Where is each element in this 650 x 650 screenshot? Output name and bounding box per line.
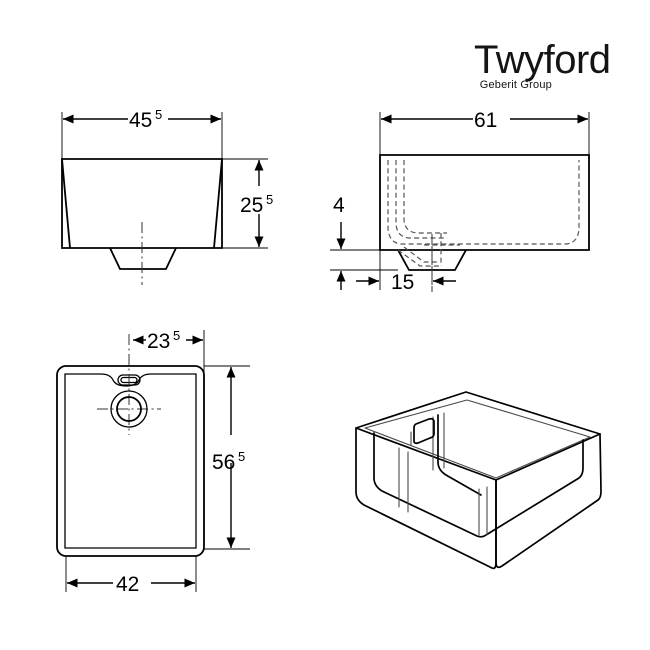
- side-hidden-waste-1: [397, 249, 440, 267]
- side-elevation-view: 61 4 1: [330, 109, 590, 294]
- dimension-side-waste-height: 4: [333, 194, 345, 217]
- iso-overflow-slot: [413, 417, 435, 445]
- dimension-plan-depth-sup: 5: [238, 449, 245, 464]
- plan-inner-rim: [64, 373, 197, 549]
- plan-drain-inner-circle: [116, 396, 142, 422]
- dimension-plan-offset: 23: [147, 330, 170, 353]
- side-hidden-inner-wall-3: [403, 160, 447, 234]
- dimension-plan-depth: 56: [212, 451, 235, 474]
- iso-cavity-walls: [373, 432, 584, 538]
- dimension-front-height-sup: 5: [266, 192, 273, 207]
- dimension-plan-width: 42: [116, 573, 139, 596]
- dimension-front-height: 25: [240, 194, 263, 217]
- side-hidden-inner-wall-2: [395, 160, 447, 239]
- plan-outer-outline: [56, 365, 205, 557]
- iso-top-rim-inner: [364, 399, 591, 479]
- dimension-plan-offset-sup: 5: [173, 328, 180, 343]
- plan-view: 23 5 56 5 42: [56, 328, 250, 596]
- front-waste-outline: [109, 247, 177, 270]
- plan-drain-outer-circle: [110, 390, 148, 428]
- front-body-right-taper: [213, 158, 223, 249]
- side-body-outline: [379, 154, 590, 251]
- brand-logo: Twyford Geberit Group: [474, 38, 611, 91]
- iso-right-face: [495, 433, 602, 569]
- side-hidden-inner-wall-1: [387, 160, 580, 245]
- side-hidden-waste-2: [403, 246, 440, 263]
- brand-name: Twyford: [474, 38, 611, 82]
- front-elevation-view: 45 5 25 5: [61, 107, 273, 285]
- dimension-front-width-sup: 5: [155, 107, 162, 122]
- iso-interior-divider: [437, 414, 482, 496]
- dimension-side-waste-width: 15: [391, 271, 414, 294]
- isometric-view: [355, 391, 602, 570]
- dimension-side-length: 61: [474, 109, 497, 132]
- brand-subtitle: Geberit Group: [480, 79, 552, 91]
- dimension-front-width: 45: [129, 109, 152, 132]
- front-body-left-taper: [61, 158, 71, 249]
